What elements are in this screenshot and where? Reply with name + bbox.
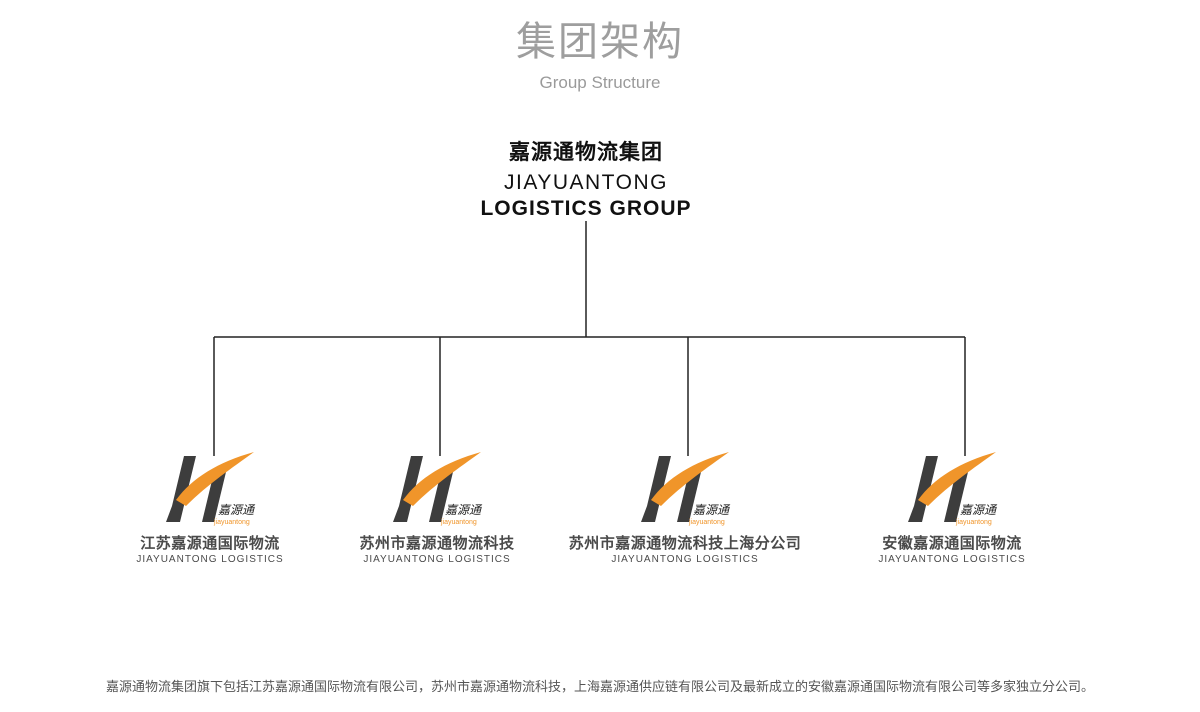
subsidiary-name-zh: 苏州市嘉源通物流科技上海分公司 bbox=[568, 534, 802, 552]
subsidiary-name-en: JIAYUANTONG LOGISTICS bbox=[611, 554, 759, 565]
subsidiary-name-zh: 江苏嘉源通国际物流 bbox=[140, 534, 280, 552]
svg-text:jiayuantong: jiayuantong bbox=[955, 519, 992, 526]
svg-text:jiayuantong: jiayuantong bbox=[440, 519, 477, 526]
jiayuantong-logo-icon: 嘉源通 jiayuantong bbox=[166, 452, 256, 526]
root-name-en-line2: LOGISTICS GROUP bbox=[480, 197, 692, 220]
root-name-en-line1: JIAYUANTONG bbox=[504, 171, 668, 194]
subsidiary-node: 嘉源通 jiayuantong 苏州市嘉源通物流科技 JIAYUANTONG L… bbox=[277, 448, 597, 566]
subsidiary-name-en: JIAYUANTONG LOGISTICS bbox=[363, 554, 511, 565]
svg-text:嘉源通: 嘉源通 bbox=[445, 503, 483, 517]
jiayuantong-logo-icon: 嘉源通 jiayuantong bbox=[393, 452, 483, 526]
subsidiary-name-en: JIAYUANTONG LOGISTICS bbox=[136, 554, 284, 565]
footer-description: 嘉源通物流集团旗下包括江苏嘉源通国际物流有限公司，苏州市嘉源通物流科技，上海嘉源… bbox=[105, 680, 1094, 695]
subsidiary-node: 嘉源通 jiayuantong 江苏嘉源通国际物流 JIAYUANTONG LO… bbox=[50, 448, 370, 566]
page-title: 集团架构 bbox=[516, 19, 684, 65]
root-name-zh: 嘉源通物流集团 bbox=[509, 140, 663, 164]
subsidiary-name-zh: 苏州市嘉源通物流科技 bbox=[359, 534, 515, 552]
subsidiary-name-en: JIAYUANTONG LOGISTICS bbox=[878, 554, 1026, 565]
svg-text:嘉源通: 嘉源通 bbox=[693, 503, 731, 517]
root-node: 嘉源通物流集团 JIAYUANTONG LOGISTICS GROUP bbox=[0, 138, 1172, 222]
jiayuantong-logo-icon: 嘉源通 jiayuantong bbox=[908, 452, 998, 526]
svg-text:嘉源通: 嘉源通 bbox=[218, 503, 256, 517]
page-subtitle: Group Structure bbox=[539, 73, 661, 92]
jiayuantong-logo-icon: 嘉源通 jiayuantong bbox=[641, 452, 731, 526]
subsidiary-node: 嘉源通 jiayuantong 苏州市嘉源通物流科技上海分公司 JIAYUANT… bbox=[525, 448, 845, 566]
subsidiary-name-zh: 安徽嘉源通国际物流 bbox=[882, 534, 1022, 552]
svg-text:嘉源通: 嘉源通 bbox=[960, 503, 998, 517]
svg-text:jiayuantong: jiayuantong bbox=[688, 519, 725, 526]
subsidiary-node: 嘉源通 jiayuantong 安徽嘉源通国际物流 JIAYUANTONG LO… bbox=[792, 448, 1112, 566]
svg-text:jiayuantong: jiayuantong bbox=[213, 519, 250, 526]
